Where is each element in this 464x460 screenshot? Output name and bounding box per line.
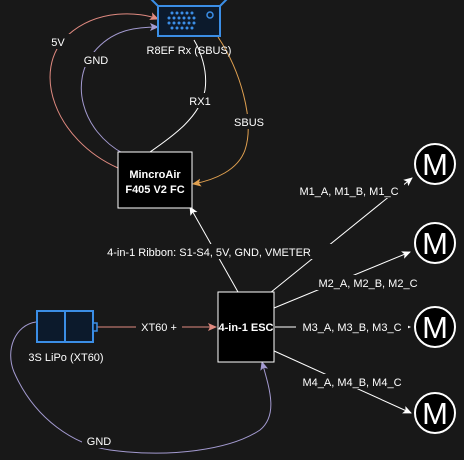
battery-node[interactable]: 3S LiPo (XT60) — [28, 310, 104, 364]
battery-icon — [36, 310, 98, 343]
motor-icon — [414, 306, 456, 348]
motor-4-letter: M — [422, 396, 448, 431]
motor-2-letter: M — [422, 226, 448, 261]
fc-label-line2: F405 V2 FC — [125, 184, 184, 196]
motor-icon — [414, 392, 456, 434]
receiver-node[interactable]: R8EF Rx (SBUS) — [147, 0, 232, 57]
esc-label: 4-in-1 ESC — [218, 322, 273, 334]
label-m2: M2_A, M2_B, M2_C — [318, 278, 417, 290]
wire-sbus — [192, 36, 249, 187]
motor-1-letter: M — [422, 147, 448, 182]
motor-icon — [414, 143, 456, 185]
label-ribbon: 4-in-1 Ribbon: S1-S4, 5V, GND, VMETER — [107, 247, 311, 259]
label-m1: M1_A, M1_B, M1_C — [299, 186, 398, 198]
motor-1-node[interactable]: M — [414, 143, 456, 185]
label-m4: M4_A, M4_B, M4_C — [302, 377, 401, 389]
motor-4-node[interactable]: M — [414, 392, 456, 434]
wire-battery-gnd — [10, 321, 272, 454]
motor-3-letter: M — [422, 310, 448, 345]
flight-controller-node[interactable]: MincroAir F405 V2 FC — [117, 151, 193, 209]
motor-2-node[interactable]: M — [414, 222, 456, 264]
label-battery-gnd: GND — [87, 436, 112, 448]
label-m3: M3_A, M3_B, M3_C — [302, 322, 401, 334]
label-rx1: RX1 — [189, 96, 210, 108]
label-5v: 5V — [51, 37, 65, 49]
wire-rx1 — [149, 39, 207, 153]
label-sbus: SBUS — [234, 117, 264, 129]
battery-label: 3S LiPo (XT60) — [28, 352, 103, 364]
receiver-icon — [150, 0, 228, 37]
motor-icon — [414, 222, 456, 264]
esc-node[interactable]: 4-in-1 ESC — [217, 291, 275, 363]
receiver-label: R8EF Rx (SBUS) — [147, 45, 232, 57]
fc-label-line1: MincroAir — [129, 169, 181, 181]
motor-3-node[interactable]: M — [414, 306, 456, 348]
label-rx-gnd: GND — [84, 55, 109, 67]
label-xt60: XT60 + — [141, 322, 177, 334]
